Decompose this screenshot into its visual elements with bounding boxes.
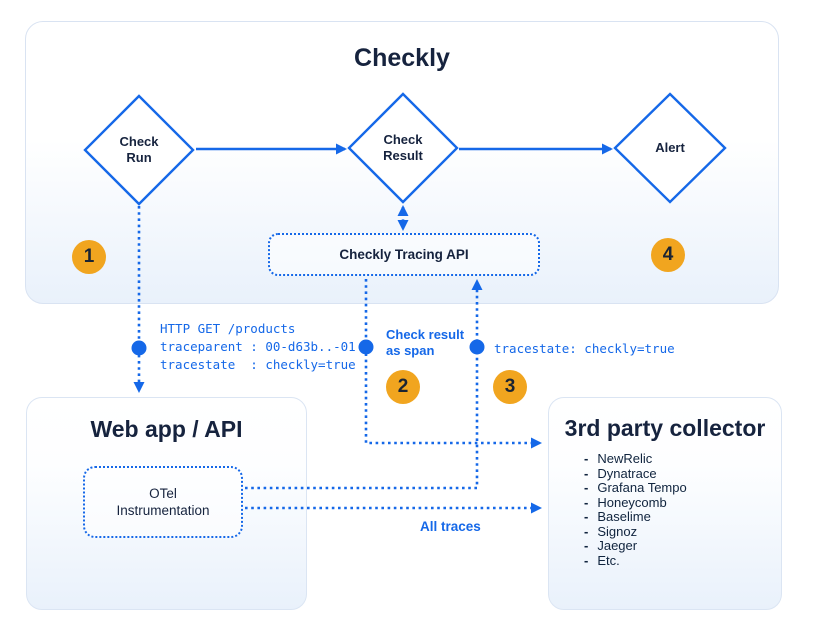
webapp-panel-title: Web app / API	[90, 416, 243, 442]
list-item: -Honeycomb	[584, 494, 667, 510]
waypoint-dot-3	[469, 339, 485, 355]
all-traces-annotation: All traces	[420, 519, 481, 534]
otel-label: OTel Instrumentation	[116, 486, 210, 518]
tracing-api-label: Checkly Tracing API	[339, 247, 469, 262]
tracing-api-box: Checkly Tracing API	[268, 233, 540, 276]
waypoint-dot-2	[358, 339, 374, 355]
check-result-label: Check Result	[383, 132, 423, 163]
collector-panel	[548, 397, 782, 610]
step-badge-1: 1	[72, 240, 106, 274]
step-badge-4: 4	[651, 238, 685, 272]
list-bullet: -	[584, 538, 589, 553]
step-badge-2: 2	[386, 370, 420, 404]
list-item: -Dynatrace	[584, 465, 657, 481]
list-item: -Baselime	[584, 509, 651, 524]
check-run-label: Check Run	[119, 134, 159, 165]
list-item: -Jaeger	[584, 538, 638, 553]
check-result-span-annotation: Check result as span	[386, 327, 465, 358]
step-badge-3: 3	[493, 370, 527, 404]
list-bullet: -	[584, 480, 589, 495]
list-bullet: -	[584, 465, 589, 481]
alert-label: Alert	[655, 140, 685, 155]
otel-instrumentation-box: OTel Instrumentation	[83, 466, 243, 538]
checkly-panel-title: Checkly	[354, 44, 450, 72]
list-bullet: -	[584, 552, 589, 568]
list-bullet: -	[584, 494, 589, 510]
list-bullet: -	[584, 509, 589, 524]
tracestate-annotation: tracestate: checkly=true	[494, 341, 675, 356]
list-item: -Signoz	[584, 523, 638, 539]
list-item: -Etc.	[584, 552, 620, 568]
waypoint-dot-1	[131, 340, 147, 356]
collector-vendor-list: -NewRelic -Dynatrace -Grafana Tempo -Hon…	[584, 451, 687, 568]
collector-panel-title: 3rd party collector	[564, 415, 766, 441]
list-bullet: -	[584, 523, 589, 539]
list-bullet: -	[584, 451, 589, 466]
http-request-annotation: HTTP GET /products traceparent : 00-d63b…	[160, 321, 356, 372]
list-item: -Grafana Tempo	[584, 480, 687, 495]
list-item: -NewRelic	[584, 451, 653, 466]
